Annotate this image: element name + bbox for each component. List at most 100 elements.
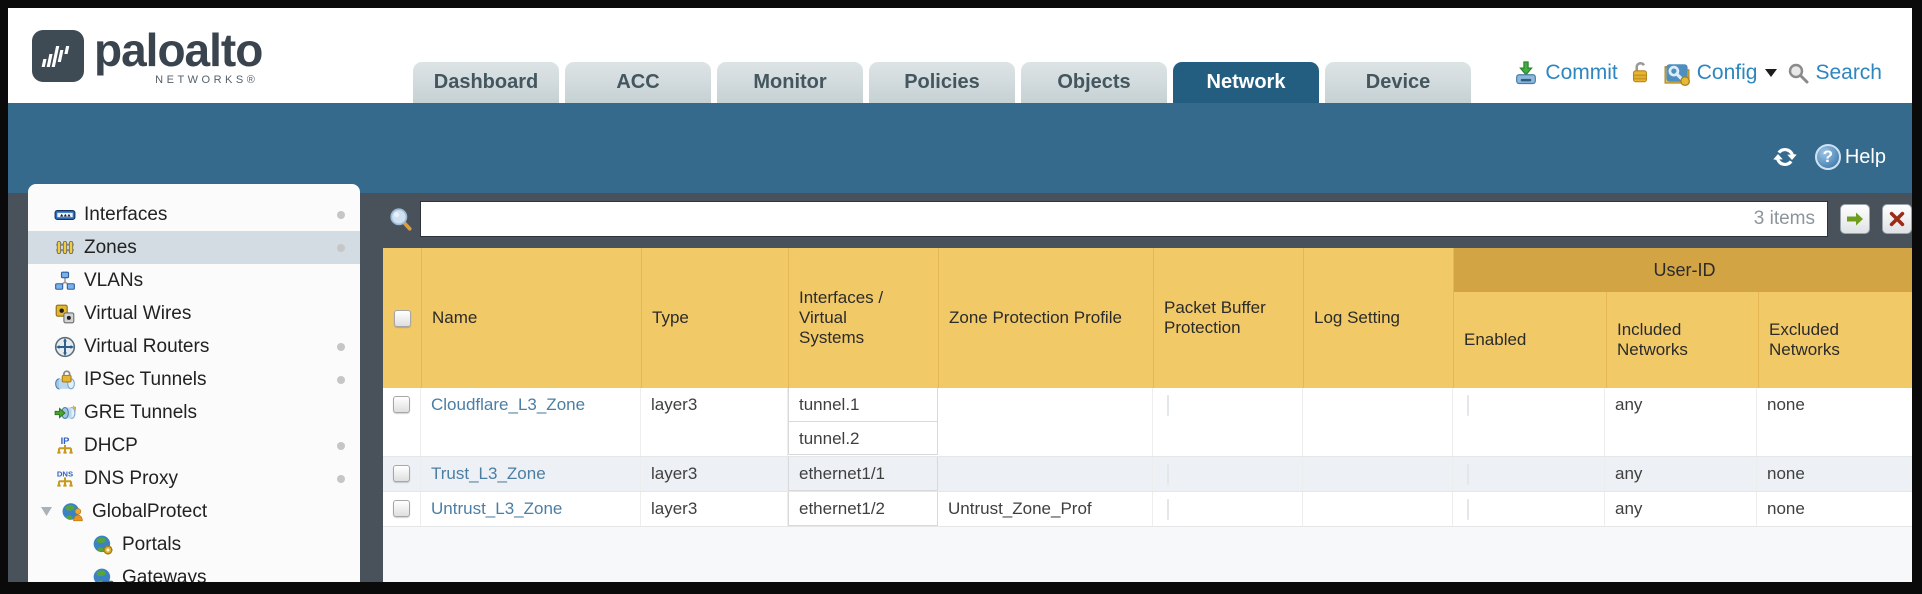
refresh-icon[interactable] [1771, 143, 1799, 171]
tab-policies[interactable]: Policies [869, 62, 1015, 103]
column-header-zone-protection[interactable]: Zone Protection Profile [938, 248, 1153, 388]
tab-monitor[interactable]: Monitor [717, 62, 863, 103]
main-panel: 3 items Name Type Interfaces [380, 193, 1912, 582]
app-window: paloalto NETWORKS® Dashboard ACC Monitor… [8, 8, 1912, 582]
enabled-checkbox[interactable] [1467, 464, 1469, 485]
apply-filter-button[interactable] [1840, 204, 1870, 234]
sidebar-item-ipsec-tunnels[interactable]: IPSec Tunnels [28, 363, 360, 396]
zone-protection-cell [938, 388, 1153, 456]
dhcp-icon: IP [54, 435, 76, 457]
interface-item: tunnel.2 [788, 421, 938, 455]
sidebar-item-dhcp[interactable]: IP DHCP [28, 429, 360, 462]
sidebar-item-interfaces[interactable]: Interfaces [28, 198, 360, 231]
gre-tunnels-icon [54, 402, 76, 424]
svg-text:IP: IP [61, 435, 70, 445]
column-header-enabled[interactable]: Enabled [1464, 330, 1527, 349]
help-icon: ? [1814, 144, 1841, 170]
sidebar-item-label: GlobalProtect [92, 500, 208, 522]
sidebar-item-portals[interactable]: Portals [28, 528, 360, 561]
column-header-name[interactable]: Name [421, 248, 641, 388]
column-header-included-networks[interactable]: Included Networks [1606, 292, 1758, 388]
column-header-type[interactable]: Type [641, 248, 788, 388]
packet-buffer-checkbox[interactable] [1167, 395, 1169, 416]
row-checkbox[interactable] [393, 465, 410, 482]
sidebar-item-virtual-wires[interactable]: Virtual Wires [28, 297, 360, 330]
virtual-routers-icon [54, 336, 76, 358]
config-icon [1664, 64, 1690, 87]
user-id-column-group: User-ID Enabled Included Networks Exclud… [1453, 248, 1912, 388]
packet-buffer-checkbox[interactable] [1167, 499, 1169, 520]
column-header-packet-buffer[interactable]: Packet Buffer Protection [1153, 248, 1303, 388]
sidebar-item-label: GRE Tunnels [84, 401, 197, 423]
sidebar-item-label: Virtual Routers [84, 335, 210, 357]
enabled-checkbox[interactable] [1467, 499, 1469, 520]
zone-name-link[interactable]: Untrust_L3_Zone [431, 499, 563, 518]
top-bar: paloalto NETWORKS® Dashboard ACC Monitor… [8, 8, 1912, 103]
included-networks-cell: any [1605, 492, 1757, 526]
brand-name: paloalto [94, 24, 263, 76]
sidebar-item-virtual-routers[interactable]: Virtual Routers [28, 330, 360, 363]
clear-filter-button[interactable] [1882, 204, 1912, 234]
tab-device[interactable]: Device [1325, 62, 1471, 103]
teal-band: ? Help [8, 103, 1912, 193]
select-all-checkbox[interactable] [393, 309, 411, 327]
zone-protection-cell [938, 457, 1153, 491]
table-row: Cloudflare_L3_Zone layer3 tunnel.1 tunne… [383, 388, 1912, 457]
filter-bar: 3 items [380, 200, 1912, 238]
sidebar-item-globalprotect[interactable]: GlobalProtect [28, 495, 360, 528]
sidebar-item-vlans[interactable]: VLANs [28, 264, 360, 297]
sidebar-item-zones[interactable]: Zones [28, 231, 360, 264]
tab-objects[interactable]: Objects [1021, 62, 1167, 103]
sidebar-item-label: DNS Proxy [84, 467, 178, 489]
packet-buffer-checkbox[interactable] [1167, 464, 1169, 485]
search-label: Search [1815, 61, 1882, 84]
chevron-down-icon [1765, 69, 1778, 77]
included-networks-cell: any [1605, 388, 1757, 456]
virtual-wires-icon [54, 303, 76, 325]
log-setting-cell [1303, 388, 1453, 456]
tab-dashboard[interactable]: Dashboard [413, 62, 559, 103]
zone-protection-cell: Untrust_Zone_Prof [938, 492, 1153, 526]
zone-type-cell: layer3 [641, 388, 788, 456]
zone-name-link[interactable]: Trust_L3_Zone [431, 464, 546, 483]
commit-label: Commit [1545, 61, 1618, 84]
sidebar-item-gre-tunnels[interactable]: GRE Tunnels [28, 396, 360, 429]
tab-acc[interactable]: ACC [565, 62, 711, 103]
row-checkbox[interactable] [393, 396, 410, 413]
status-dot [337, 475, 345, 483]
expand-triangle-icon[interactable] [40, 506, 53, 517]
interface-item: tunnel.1 [788, 388, 938, 422]
config-menu[interactable]: Config [1662, 58, 1778, 88]
excluded-networks-cell: none [1757, 492, 1912, 526]
group-header-user-id: User-ID [1454, 248, 1912, 292]
enabled-checkbox[interactable] [1467, 395, 1469, 416]
help-button[interactable]: ? Help [1814, 144, 1886, 170]
table-row: Untrust_L3_Zone layer3 ethernet1/2 Untru… [383, 492, 1912, 527]
column-header-interfaces[interactable]: Interfaces / Virtual Systems [788, 248, 938, 388]
sidebar-item-label: Zones [84, 236, 137, 258]
interfaces-cell: ethernet1/2 [788, 492, 938, 526]
search-button[interactable]: Search [1786, 61, 1882, 85]
commit-button[interactable]: Commit [1512, 59, 1618, 87]
column-header-excluded-networks[interactable]: Excluded Networks [1758, 292, 1912, 388]
tab-network[interactable]: Network [1173, 62, 1319, 103]
table-header: Name Type Interfaces / Virtual Systems Z… [383, 248, 1912, 388]
row-checkbox[interactable] [393, 500, 410, 517]
paloalto-logo: paloalto NETWORKS® [32, 24, 263, 86]
filter-input[interactable] [421, 202, 1754, 236]
sidebar-item-gateways[interactable]: Gateways [28, 561, 360, 582]
lock-icon[interactable] [1627, 59, 1653, 87]
config-label: Config [1696, 61, 1758, 84]
sidebar-item-dns-proxy[interactable]: DNS DNS Proxy [28, 462, 360, 495]
sidebar-item-label: IPSec Tunnels [84, 368, 207, 390]
close-icon [1889, 211, 1905, 227]
included-networks-cell: any [1605, 457, 1757, 491]
column-header-log-setting[interactable]: Log Setting [1303, 248, 1453, 388]
zone-name-link[interactable]: Cloudflare_L3_Zone [431, 395, 586, 414]
sidebar-item-label: VLANs [84, 269, 144, 291]
sidebar-item-label: Interfaces [84, 203, 168, 225]
interface-item: ethernet1/2 [788, 492, 938, 526]
sidebar-item-label: Portals [122, 533, 182, 555]
sidebar-item-label: Virtual Wires [84, 302, 192, 324]
commit-icon [1516, 61, 1537, 85]
